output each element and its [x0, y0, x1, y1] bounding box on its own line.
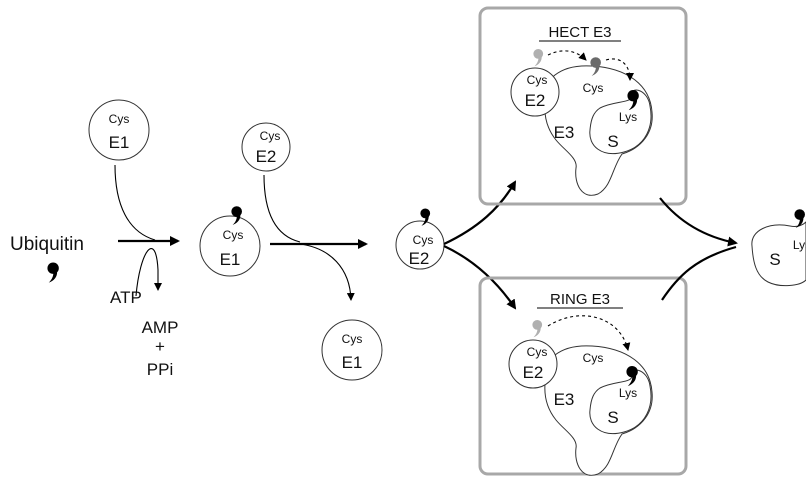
hect-transfer-arrow-2 — [605, 58, 634, 81]
ring-e3-title: RING E3 — [550, 291, 610, 308]
e1-cys-label: Cys — [109, 112, 130, 126]
arrow-to-ring — [443, 245, 517, 310]
hect-e2-cys-label: Cys — [527, 73, 548, 87]
e1-complex-cys-label: Cys — [223, 228, 244, 242]
e2-complex-cys-label: Cys — [413, 233, 434, 247]
hect-transfer-arrow-1 — [547, 50, 587, 61]
amp-label: AMP — [142, 318, 179, 337]
hect-e2-circle — [510, 67, 560, 117]
ring-substrate-label: S — [607, 408, 618, 427]
hect-ubiquitin-on-e2-icon — [533, 49, 544, 67]
e2-enzyme-start: Cys E2 — [241, 122, 291, 172]
atp-to-amp-arrow — [135, 247, 162, 297]
e1-label: E1 — [109, 133, 130, 152]
ppi-label: PPi — [147, 360, 173, 379]
e1-ubiquitin-complex: Cys E1 — [199, 206, 261, 277]
released-e1-label: E1 — [342, 353, 363, 372]
e2-label: E2 — [256, 147, 277, 166]
product-lys-label: Lys — [793, 238, 806, 252]
hect-e3-label: E3 — [554, 123, 575, 142]
hect-lys-label: Lys — [619, 110, 637, 124]
ring-e2-circle — [508, 339, 558, 389]
ring-transfer-arrow — [547, 315, 631, 351]
ring-e2-label: E2 — [523, 363, 544, 382]
e1-release-arrow — [299, 243, 355, 301]
e1-binding-curve — [114, 164, 156, 241]
e2-binding-curve — [263, 174, 301, 243]
e1-complex-label: E1 — [220, 250, 241, 269]
hect-e3-panel: HECT E3 Cys E2 Cys E3 Lys S — [478, 6, 688, 206]
plus-label: + — [155, 337, 165, 356]
ring-e3-label: E3 — [554, 390, 575, 409]
atp-label: ATP — [110, 288, 142, 307]
ring-ubiquitin-on-e2-icon — [532, 320, 543, 338]
e2-complex-label: E2 — [409, 249, 430, 268]
arrow-from-ring — [661, 245, 737, 301]
arrow-from-hect — [659, 197, 738, 247]
ring-e3-panel: RING E3 Cys E2 Cys E3 Lys S — [478, 276, 688, 476]
hect-e2-label: E2 — [525, 91, 546, 110]
product-substrate-shape — [751, 221, 806, 287]
free-ubiquitin-icon — [47, 262, 59, 283]
product-substrate-label: S — [769, 250, 780, 269]
hect-e3-cys-label: Cys — [583, 81, 604, 95]
ubiquitin-label: Ubiquitin — [10, 234, 84, 255]
e2-ubiquitin-complex: Cys E2 — [395, 208, 445, 270]
ubiquitinated-substrate: Lys S — [751, 209, 806, 287]
ring-e2-cys-label: Cys — [527, 345, 548, 359]
e2-cys-label: Cys — [260, 129, 281, 143]
hect-substrate-label: S — [607, 132, 618, 151]
e1-enzyme-start: Cys E1 — [88, 99, 150, 161]
hect-e3-title: HECT E3 — [548, 24, 611, 41]
ring-lys-label: Lys — [619, 386, 637, 400]
e1-enzyme-released: Cys E1 — [321, 319, 383, 381]
arrow-to-hect — [443, 180, 516, 245]
released-e1-cys-label: Cys — [342, 332, 363, 346]
ring-e3-cys-label: Cys — [583, 351, 604, 365]
